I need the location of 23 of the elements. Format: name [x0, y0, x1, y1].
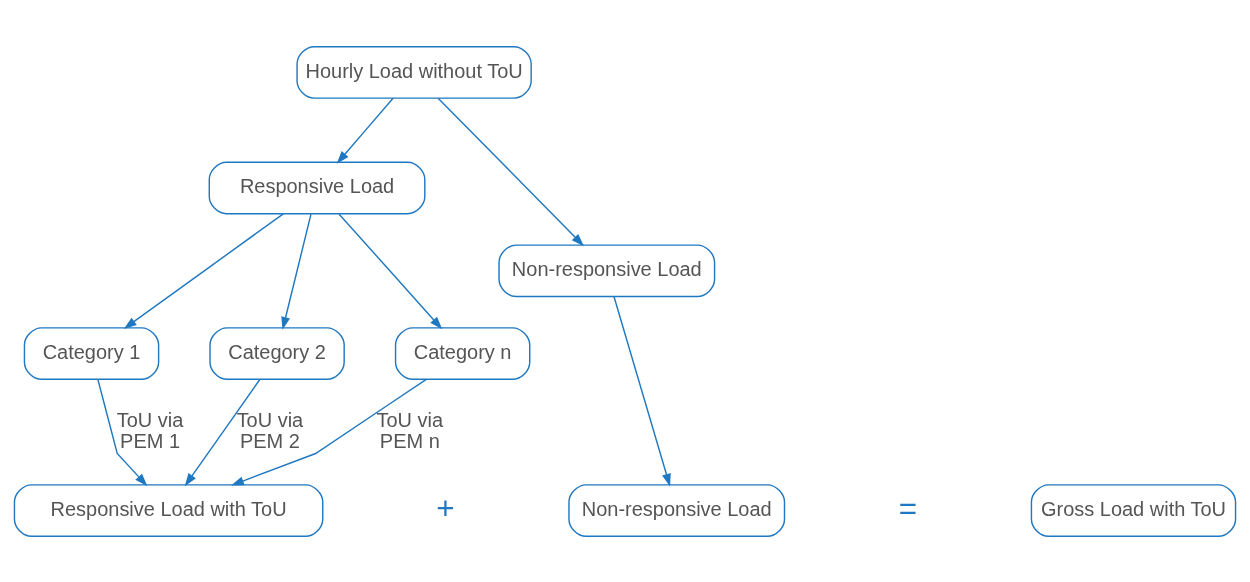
node-box: Non-responsive Load	[568, 483, 786, 537]
arrow	[184, 378, 261, 486]
arrow	[123, 212, 284, 329]
arrow	[338, 212, 443, 329]
node-box: Responsive Load with ToU	[13, 483, 324, 537]
node-box: Hourly Load without ToU	[296, 45, 532, 99]
node-box: Category 1	[23, 326, 160, 380]
label: +	[436, 490, 455, 526]
edge-label: ToU via PEM n	[376, 408, 444, 452]
node-box: Category 2	[209, 326, 345, 380]
edge-label: ToU via PEM 1	[116, 408, 184, 452]
arrow	[281, 212, 312, 330]
arrow	[613, 295, 671, 487]
arrow	[231, 378, 427, 485]
arrow	[97, 378, 148, 486]
node-box: Responsive Load	[208, 161, 426, 214]
label: =	[898, 490, 918, 526]
node-box: Non-responsive Load	[498, 243, 716, 297]
edge-label: ToU via PEM 2	[236, 408, 304, 452]
node-box: Gross Load with ToU	[1030, 483, 1237, 537]
node-box: Category n	[394, 326, 531, 380]
arrow	[437, 96, 584, 246]
arrow	[336, 97, 394, 164]
